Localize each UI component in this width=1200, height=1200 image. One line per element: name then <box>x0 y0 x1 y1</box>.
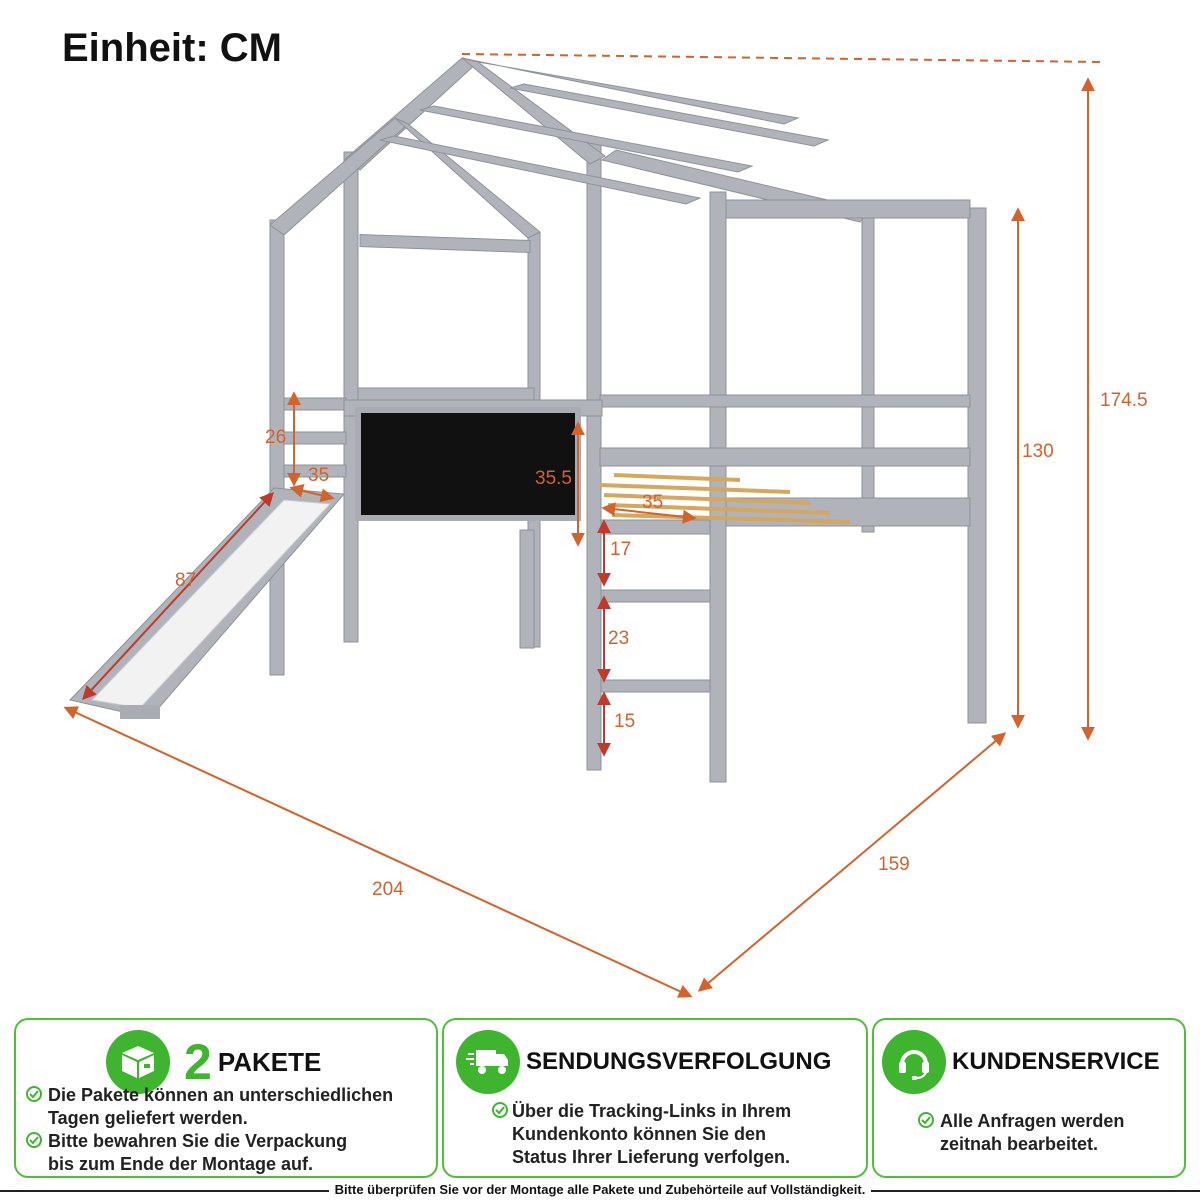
dim-slide-length: 87 <box>175 570 196 591</box>
check-icon <box>26 1132 42 1148</box>
panel-service: KUNDENSERVICE Alle Anfragen werden zeitn… <box>872 1018 1186 1178</box>
footer: Bitte überprüfen Sie vor der Montage all… <box>0 1180 1200 1200</box>
panel-packages: 2 PAKETE Die Pakete können an unterschie… <box>14 1018 438 1178</box>
chalkboard <box>355 407 581 521</box>
packages-bullet-2-line-2: bis zum Ende der Montage auf. <box>48 1154 314 1174</box>
dim-slide-gap: 35 <box>308 465 329 486</box>
dim-length: 204 <box>372 879 404 900</box>
tracking-bullet-1-line-2: Kundenkonto können Sie den <box>512 1124 767 1144</box>
dim-platform-height: 130 <box>1022 441 1054 462</box>
panel-tracking-header: SENDUNGSVERFOLGUNG <box>456 1030 831 1094</box>
dim-ladder-bottom: 15 <box>614 711 635 732</box>
dim-total-height: 174.5 <box>1100 390 1148 411</box>
slide <box>69 487 346 719</box>
check-icon <box>26 1086 42 1102</box>
headset-icon <box>882 1030 946 1094</box>
dim-width: 159 <box>878 854 910 875</box>
ladder-dimension-lines <box>82 491 611 757</box>
footer-note: Bitte überprüfen Sie vor der Montage all… <box>328 1182 872 1197</box>
panel-service-title: KUNDENSERVICE <box>952 1048 1160 1075</box>
panel-tracking: SENDUNGSVERFOLGUNG Über die Tracking-Lin… <box>442 1018 868 1178</box>
packages-bullet-2: Bitte bewahren Sie die Verpackung bis zu… <box>26 1130 347 1176</box>
top-reference-line <box>461 53 1103 63</box>
dim-ladder-top: 17 <box>610 539 631 560</box>
unit-title: Einheit: CM <box>62 26 282 70</box>
dim-rail-height: 26 <box>265 427 286 448</box>
package-icon <box>106 1030 170 1094</box>
service-bullet-1-line-1: Alle Anfragen werden <box>940 1111 1125 1131</box>
package-count: 2 <box>184 1034 212 1090</box>
dim-board-height: 35.5 <box>535 468 572 489</box>
panel-packages-header: 2 PAKETE <box>106 1030 321 1094</box>
panel-service-header: KUNDENSERVICE <box>882 1030 1160 1094</box>
tracking-bullet-1-line-1: Über die Tracking-Links in Ihrem <box>512 1101 792 1121</box>
truck-icon <box>456 1030 520 1094</box>
tracking-bullet-1-line-3: Status Ihrer Lieferung verfolgen. <box>512 1147 791 1167</box>
packages-bullet-2-line-1: Bitte bewahren Sie die Verpackung <box>48 1131 348 1151</box>
bed-dimension-drawing: 174.5 130 204 159 26 35 87 35.5 35 17 23… <box>63 53 1148 998</box>
panel-packages-title: PAKETE <box>217 1046 322 1077</box>
check-icon <box>918 1112 934 1128</box>
bed-frame <box>269 57 987 783</box>
panel-tracking-title: SENDUNGSVERFOLGUNG <box>526 1048 832 1075</box>
packages-bullet-1-line-1: Die Pakete können an unterschiedlichen <box>48 1085 394 1105</box>
service-bullet-1-line-2: zeitnah bearbeitet. <box>940 1134 1099 1154</box>
dim-ladder-middle: 23 <box>608 628 629 649</box>
dimension-lines <box>63 77 1095 998</box>
packages-bullet-1-line-2: Tagen geliefert werden. <box>48 1108 248 1128</box>
tracking-bullet-1: Über die Tracking-Links in Ihrem Kundenk… <box>492 1100 791 1169</box>
check-icon <box>492 1102 508 1118</box>
packages-bullet-1: Die Pakete können an unterschiedlichen T… <box>26 1084 393 1130</box>
dim-entry-width: 35 <box>642 492 663 513</box>
service-bullet-1: Alle Anfragen werden zeitnah bearbeitet. <box>918 1110 1124 1156</box>
